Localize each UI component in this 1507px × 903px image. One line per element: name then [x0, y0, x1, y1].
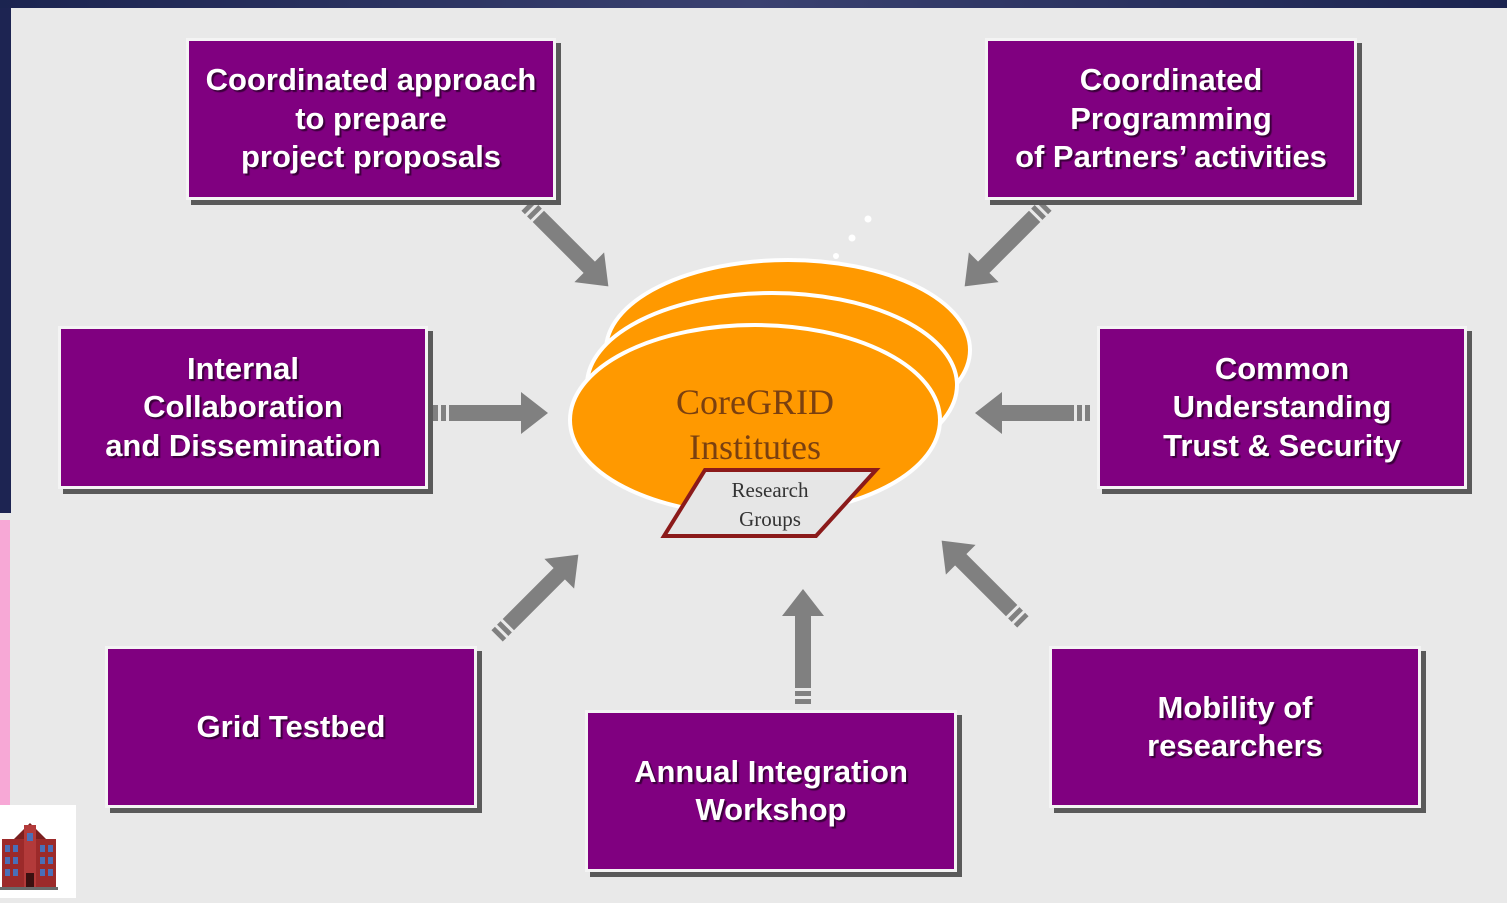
decorative-dots	[833, 215, 872, 259]
box-project-proposals: Coordinated approach to prepare project …	[186, 38, 556, 200]
arrow-from-internal	[433, 392, 548, 434]
arrow-from-programming	[949, 190, 1061, 302]
left-sidebar-strip	[0, 8, 11, 513]
center-title: CoreGRID Institutes	[676, 382, 834, 467]
box-internal-collaboration-label: Internal Collaboration and Dissemination	[105, 350, 381, 463]
arrow-from-proposals	[512, 190, 624, 302]
research-groups-label: Research Groups	[731, 478, 809, 531]
research-groups-shape	[660, 468, 881, 538]
building-icon	[0, 823, 58, 890]
pink-sidebar-strip	[0, 520, 10, 805]
top-bar	[0, 0, 1507, 8]
arrow-from-testbed	[482, 539, 594, 651]
arrow-from-common	[975, 392, 1090, 434]
box-common-understanding: Common Understanding Trust & Security	[1097, 326, 1467, 489]
box-coordinated-programming: Coordinated Programming of Partners’ act…	[985, 38, 1357, 200]
box-annual-workshop-label: Annual Integration Workshop	[634, 753, 908, 828]
box-common-understanding-label: Common Understanding Trust & Security	[1163, 350, 1401, 463]
box-grid-testbed: Grid Testbed	[105, 646, 477, 808]
box-project-proposals-label: Coordinated approach to prepare project …	[205, 62, 537, 175]
box-mobility: Mobility of researchers	[1049, 646, 1421, 808]
arrow-from-mobility	[926, 525, 1038, 637]
building-logo	[0, 805, 76, 898]
box-grid-testbed-label: Grid Testbed	[196, 708, 386, 744]
box-mobility-label: Mobility of researchers	[1147, 689, 1323, 764]
arrow-from-workshop	[782, 589, 824, 704]
institutes-ellipses	[568, 258, 972, 517]
box-internal-collaboration: Internal Collaboration and Dissemination	[58, 326, 428, 489]
box-annual-workshop: Annual Integration Workshop	[585, 710, 957, 872]
box-coordinated-programming-label: Coordinated Programming of Partners’ act…	[1015, 62, 1327, 175]
